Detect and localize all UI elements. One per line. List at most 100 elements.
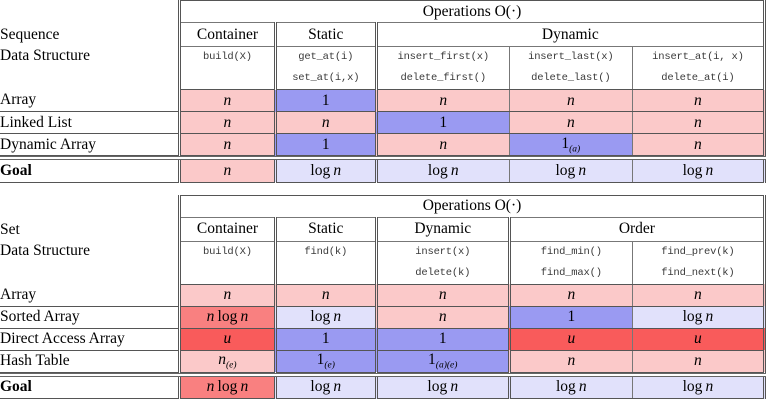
- row-label-hash-table: Hash Table: [0, 350, 180, 373]
- op-line-1: insert_at(i, x): [652, 51, 744, 63]
- value-cell: n: [631, 89, 766, 112]
- row-label-goal: Goal: [0, 160, 180, 183]
- value-cell: n: [631, 111, 766, 134]
- op-line-1: find(k): [304, 245, 348, 258]
- corner-line-1: Set: [0, 220, 20, 238]
- op-names-row-sequence: build(X) get_at(i) set_at(i,x) insert_firs…: [0, 46, 766, 90]
- group-header-container: Container: [178, 22, 276, 47]
- op-line-1: build(X): [203, 51, 252, 63]
- value-cell: n: [178, 111, 276, 134]
- goal-value-cell: n: [178, 160, 276, 183]
- op-line-1: find_min(): [540, 245, 602, 258]
- value-cell: n: [508, 111, 633, 134]
- value-cell: u: [178, 328, 276, 351]
- row-label-sorted-array: Sorted Array: [0, 306, 180, 329]
- op-cell-2: insert(x) delete(k): [374, 241, 510, 285]
- op-line-1: insert(x): [415, 245, 471, 258]
- op-names-row-set: build(X) find(k) insert(x) delete(k) find_…: [0, 241, 766, 285]
- op-line-1: insert_first(x): [397, 51, 489, 63]
- value-cell: 1: [507, 306, 633, 329]
- group-header-static: Static: [273, 22, 377, 47]
- value-cell: n: [507, 350, 633, 373]
- value-cell: n: [631, 133, 766, 156]
- goal-separator-set: [0, 372, 766, 377]
- value-cell: 1: [374, 328, 510, 351]
- value-cell: n log n: [178, 306, 276, 329]
- op-line-2: [181, 263, 274, 284]
- corner-line-2: Data Structure: [0, 47, 90, 64]
- value-cell: n: [631, 284, 766, 307]
- row-label-linked-list: Linked List: [0, 111, 180, 134]
- goal-value-cell: log n: [273, 160, 377, 183]
- value-cell: n: [178, 89, 276, 112]
- value-cell: n: [508, 89, 633, 112]
- op-line-1: build(X): [203, 245, 252, 258]
- op-line-2: set_at(i,x): [292, 72, 360, 84]
- op-cell-2: insert_first(x) delete_first(): [374, 46, 510, 90]
- value-cell: n: [178, 133, 276, 156]
- value-cell: log n: [273, 306, 377, 329]
- goal-value-cell: log n: [631, 376, 766, 399]
- op-line-2: delete(k): [415, 266, 471, 279]
- value-cell: n: [178, 284, 276, 307]
- op-cell-4: find_prev(k) find_next(k): [631, 241, 766, 285]
- value-cell: 1: [273, 89, 377, 112]
- value-cell: n: [507, 284, 633, 307]
- corner-line-2: Data Structure: [0, 241, 90, 259]
- value-cell: n: [374, 306, 510, 329]
- goal-value-cell: log n: [631, 160, 766, 183]
- corner-line-1: Sequence: [0, 26, 60, 43]
- value-cell: log n: [631, 306, 766, 329]
- group-header-static: Static: [273, 217, 377, 242]
- op-cell-0: build(X): [178, 241, 276, 285]
- goal-value-cell: log n: [273, 376, 377, 399]
- value-cell: n: [273, 111, 377, 134]
- value-cell: n(e): [178, 350, 276, 373]
- op-line-2: delete_first(): [400, 72, 487, 84]
- goal-value-cell: log n: [374, 160, 510, 183]
- op-line-1: get_at(i): [298, 51, 354, 63]
- value-cell: 1(e): [273, 350, 377, 373]
- op-line-2: delete_last(): [531, 72, 611, 84]
- group-header-dynamic: Dynamic: [374, 22, 766, 47]
- operations-header-sequence: Operations O(·): [178, 0, 766, 23]
- op-cell-1: find(k): [273, 241, 377, 285]
- row-label-array: Array: [0, 89, 180, 112]
- value-cell: u: [631, 328, 766, 351]
- value-cell: n: [374, 89, 510, 112]
- goal-separator-sequence: [0, 156, 766, 160]
- op-line-2: [181, 68, 274, 89]
- row-label-direct-access-array: Direct Access Array: [0, 328, 180, 351]
- row-label-array: Array: [0, 284, 180, 307]
- value-cell: n: [374, 284, 510, 307]
- op-line-2: find_next(k): [661, 266, 735, 279]
- value-cell: 1(a): [508, 133, 633, 156]
- op-line-1: insert_last(x): [528, 51, 614, 63]
- value-cell: n: [631, 350, 766, 373]
- goal-value-cell: log n: [508, 160, 633, 183]
- op-line-2: delete_at(i): [661, 72, 735, 84]
- operations-header-set: Operations O(·): [178, 194, 766, 218]
- op-line-2: find_max(): [540, 266, 602, 279]
- value-cell: u: [507, 328, 633, 351]
- value-cell: 1: [273, 133, 377, 156]
- row-label-goal: Goal: [0, 376, 180, 399]
- op-line-1: find_prev(k): [661, 245, 735, 258]
- group-header-dynamic: Dynamic: [374, 217, 510, 242]
- row-label-dynamic-array: Dynamic Array: [0, 133, 180, 156]
- value-cell: 1(a)(e): [374, 350, 510, 373]
